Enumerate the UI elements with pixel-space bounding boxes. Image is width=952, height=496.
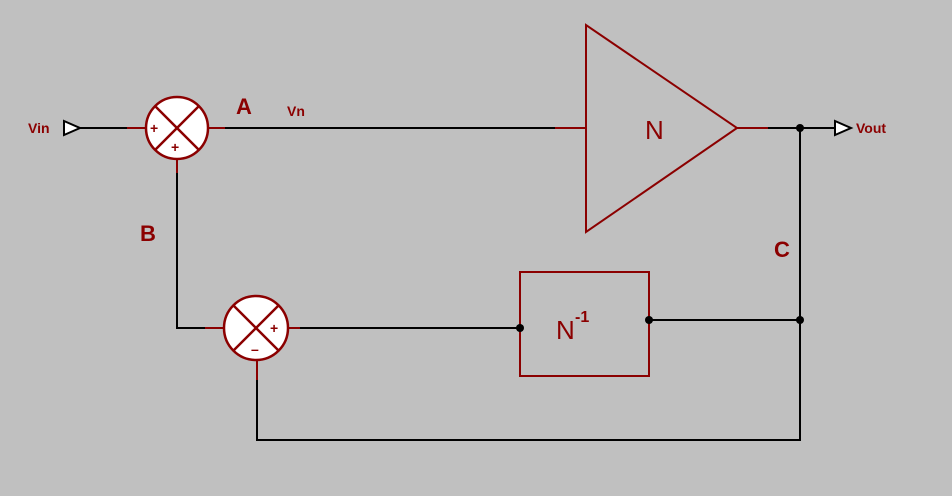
sum2-sign-bottom: – bbox=[251, 341, 259, 357]
wires bbox=[80, 127, 835, 441]
input-port-arrow-icon bbox=[63, 119, 83, 137]
cross-line bbox=[154, 105, 200, 151]
output-port-label: Vout bbox=[856, 120, 886, 136]
junction-dot bbox=[516, 324, 524, 332]
input-port-label: Vin bbox=[28, 120, 50, 136]
amplifier-label: N bbox=[645, 115, 664, 145]
amplifier-triangle bbox=[585, 23, 739, 234]
net-label-c: C bbox=[774, 237, 790, 262]
output-port-arrow-icon bbox=[834, 119, 854, 137]
junction-dot bbox=[796, 316, 804, 324]
junction-dot bbox=[796, 124, 804, 132]
sum1-sign-bottom: + bbox=[171, 139, 179, 155]
wire-node-c bbox=[256, 128, 801, 441]
cross-line bbox=[232, 304, 280, 352]
net-label-a: A bbox=[236, 94, 252, 119]
junction-dot bbox=[645, 316, 653, 324]
lead-stubs bbox=[127, 127, 768, 380]
wire-b bbox=[176, 173, 205, 329]
summing-junction-top: + + bbox=[144, 95, 210, 161]
net-label-b: B bbox=[140, 221, 156, 246]
junction-dots bbox=[516, 124, 804, 332]
inverse-block-exponent: -1 bbox=[575, 309, 589, 326]
summing-junction-bottom: + – bbox=[222, 294, 290, 362]
sum2-sign-right: + bbox=[270, 320, 278, 336]
net-label-vn: Vn bbox=[287, 103, 305, 119]
inverse-block-base: N bbox=[556, 315, 575, 345]
sum1-sign-left: + bbox=[150, 120, 158, 136]
